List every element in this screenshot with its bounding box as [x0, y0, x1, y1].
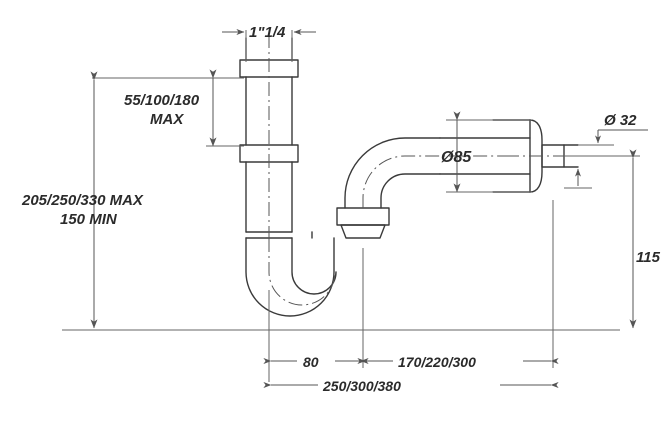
dimension-outlet-pipe-diameter-label: Ø 32 [604, 112, 637, 129]
dimension-outlet-height-label: 115 [636, 249, 661, 266]
dimension-total-reach: 250/300/380 [263, 378, 559, 394]
outlet-elbow-outer [344, 137, 441, 209]
inlet-lower-tube [245, 161, 293, 233]
outlet-riser-nut [336, 207, 390, 226]
outlet-riser-taper-collar [340, 224, 386, 239]
trap-centerline-arc [268, 238, 336, 306]
inlet-upper-tube [245, 76, 293, 146]
trap-inner-wall-left [291, 237, 337, 295]
outlet-centerline [362, 155, 505, 208]
dimension-trap-offset-label: 80 [303, 354, 319, 370]
dimension-total-height-label-line2: 150 MIN [60, 211, 118, 228]
dimension-inlet-thread: 1"1/4 [222, 24, 316, 62]
dimension-outlet-pipe-diameter: Ø 32 [578, 112, 648, 146]
dimension-upper-adjust-label-line2: MAX [150, 111, 184, 128]
dimension-total-reach-label: 250/300/380 [322, 378, 401, 394]
trap-u-bend [245, 231, 337, 317]
outlet-elbow-inner [380, 173, 441, 209]
dimension-flange-diameter-label: Ø85 [441, 149, 472, 166]
dimension-outlet-height: 115 [564, 149, 661, 329]
dimension-outlet-reach: 170/220/300 [357, 200, 559, 370]
dimension-total-height: 205/250/330 MAX 150 MIN [21, 71, 144, 329]
dimension-upper-adjust-label-line1: 55/100/180 [124, 92, 200, 109]
dimension-upper-adjust: 55/100/180 MAX [92, 69, 244, 147]
outlet-riser-assembly [336, 137, 505, 239]
trap-outer-wall [245, 237, 335, 317]
dimension-flange-diameter: Ø85 [441, 111, 532, 193]
dimension-outlet-reach-label: 170/220/300 [398, 354, 476, 370]
dimension-trap-offset: 80 [263, 248, 369, 382]
dimension-inlet-thread-label: 1"1/4 [249, 24, 286, 41]
dimension-total-height-label-line1: 205/250/330 MAX [21, 192, 144, 209]
inlet-pipe-assembly [239, 34, 299, 239]
